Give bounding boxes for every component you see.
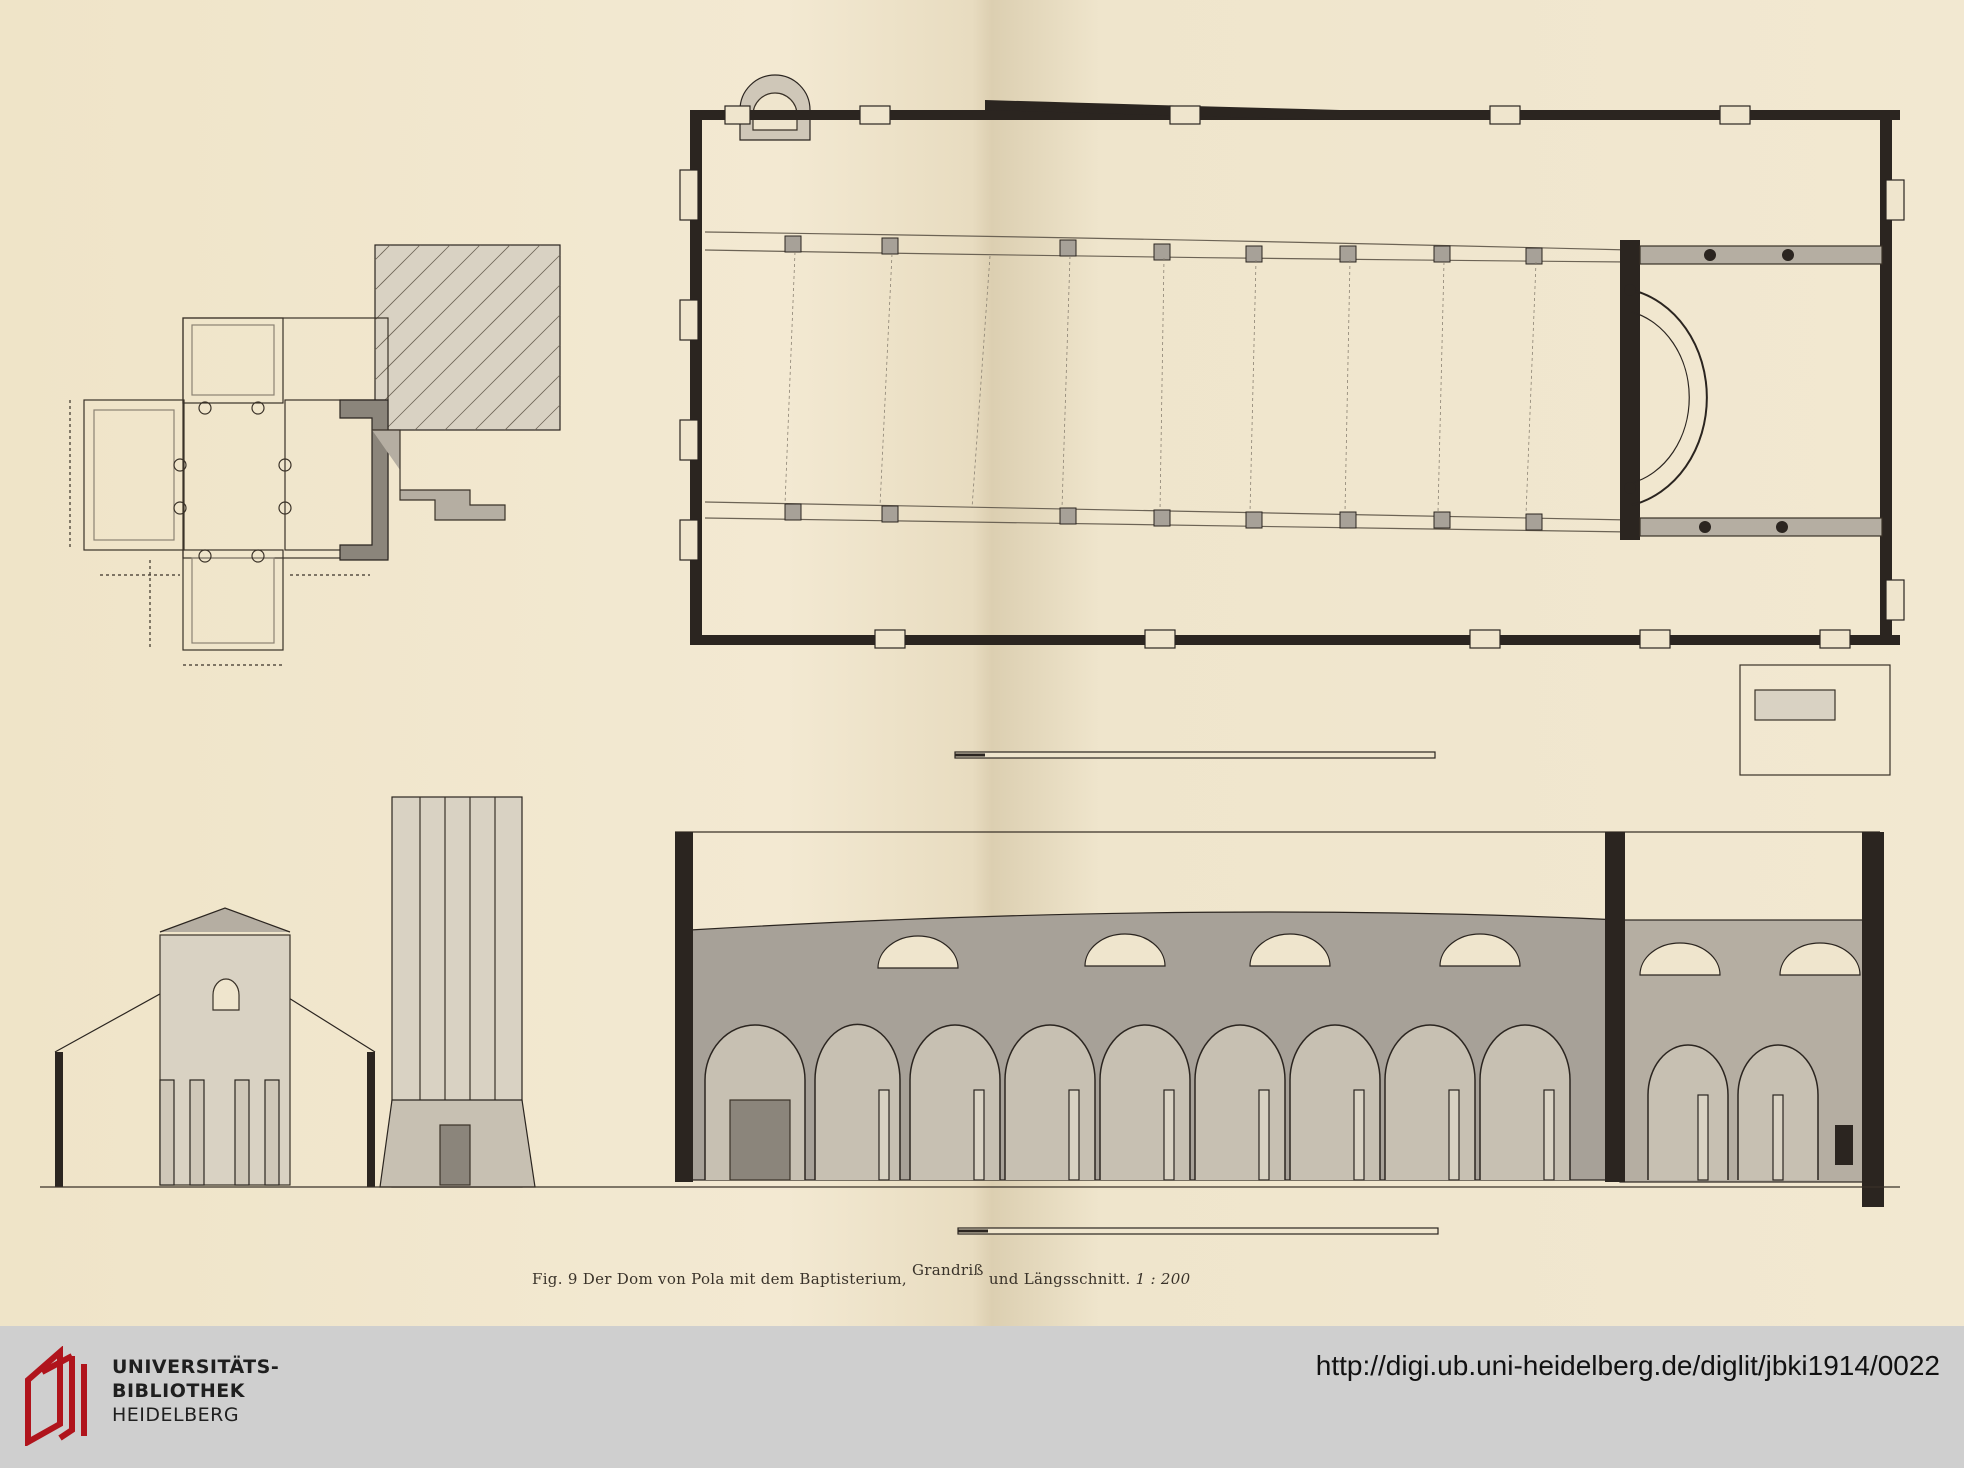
library-name-line3: HEIDELBERG (112, 1404, 240, 1426)
source-url-link[interactable]: http://digi.ub.uni-heidelberg.de/diglit/… (1315, 1350, 1940, 1381)
caption-raised-word: Grandriß (911, 1261, 984, 1279)
baptistery-plan (69, 244, 561, 666)
bell-tower (379, 796, 536, 1188)
library-footer: UNIVERSITÄTS- BIBLIOTHEK HEIDELBERG http… (0, 1326, 1964, 1468)
library-name-line1: UNIVERSITÄTS- (112, 1356, 280, 1378)
caption-middle: und Längsschnitt. (988, 1270, 1131, 1288)
cathedral-plan (679, 74, 1905, 776)
caption-prefix: Fig. 9 Der Dom von Pola mit dem Baptiste… (532, 1270, 907, 1288)
scale-bars (954, 751, 1439, 1235)
library-name-line2: BIBLIOTHEK (112, 1380, 245, 1402)
scanned-plate: Fig. 9 Der Dom von Pola mit dem Baptiste… (0, 0, 1964, 1326)
baptistery-section (54, 907, 376, 1187)
library-logo-icon (25, 1346, 87, 1446)
figure-caption: Fig. 9 Der Dom von Pola mit dem Baptiste… (532, 1261, 1191, 1288)
cathedral-longitudinal-section (40, 831, 1900, 1207)
architectural-drawings (40, 74, 1905, 1235)
caption-scale: 1 : 200 (1135, 1270, 1191, 1288)
